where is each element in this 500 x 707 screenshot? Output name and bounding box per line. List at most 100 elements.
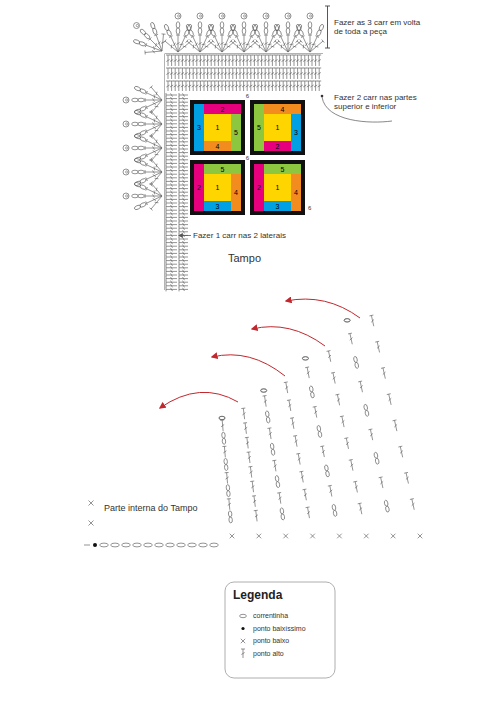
chain-symbol <box>252 24 258 32</box>
stitch-line <box>314 411 317 414</box>
chain-symbol <box>242 28 246 35</box>
stitch-line <box>389 394 391 405</box>
stitch-line <box>394 424 397 427</box>
picot-symbol <box>285 13 291 19</box>
stitch-line <box>322 450 325 453</box>
stitch-line <box>151 87 162 100</box>
stitch-line <box>348 333 352 335</box>
stitch-line <box>206 73 209 75</box>
stitch-line <box>295 436 297 447</box>
stitch-line <box>344 437 348 439</box>
stitch-line <box>242 55 246 56</box>
stitch-line <box>231 85 234 87</box>
stitch-line <box>183 180 185 183</box>
stitch-line <box>154 167 155 171</box>
square-frame <box>250 160 305 215</box>
chain-symbol <box>274 24 280 32</box>
stitch-line <box>310 37 317 52</box>
stitch-line <box>179 169 180 173</box>
legend-box <box>225 582 335 678</box>
stitch-line <box>155 202 159 204</box>
stitch-line <box>228 85 231 87</box>
stitch-line <box>147 141 162 148</box>
chain-symbol <box>224 458 228 464</box>
picot-symbol <box>197 13 203 19</box>
stitch-line <box>166 154 167 158</box>
stitch-line <box>205 46 209 47</box>
stitch-line <box>318 60 321 62</box>
stitch-line <box>252 481 253 492</box>
stitch-line <box>335 394 339 396</box>
stitch-line <box>171 129 173 132</box>
stitch-line <box>238 60 241 62</box>
chain-symbol <box>310 392 314 399</box>
stitch-line <box>166 233 167 237</box>
stitch-line <box>220 55 224 56</box>
stitch-line <box>166 255 167 259</box>
leader-arrow <box>179 235 191 236</box>
stitch-line <box>242 43 245 45</box>
stitch-line <box>153 151 156 153</box>
chain-symbol <box>198 28 202 35</box>
stitch-line <box>364 534 369 539</box>
stitch-line <box>171 266 173 269</box>
stitch-line <box>227 55 231 56</box>
stitch-line <box>314 73 317 75</box>
stitch-line <box>151 135 162 148</box>
stitch-line <box>202 73 205 75</box>
stitch-line <box>179 122 180 126</box>
part-name: Parte interna do Tampo <box>104 503 197 513</box>
stitch-line <box>216 68 220 69</box>
stitch-line <box>342 416 344 427</box>
stitch-line <box>246 85 249 87</box>
chain-symbol <box>134 86 142 92</box>
note: Fazer 2 carr nas partes superior e infer… <box>334 93 434 111</box>
stitch-line <box>310 534 315 539</box>
stitch-line <box>179 147 180 151</box>
stitch-line <box>166 237 167 241</box>
stitch-line <box>171 219 173 222</box>
stitch-line <box>166 81 170 82</box>
stitch-line <box>171 108 173 111</box>
stitch-line <box>183 223 185 226</box>
chain-symbol <box>344 319 350 322</box>
stitch-line <box>195 60 198 62</box>
stitch-line <box>210 73 213 75</box>
stitch-line <box>322 446 324 457</box>
color-strip: 1 <box>264 114 291 141</box>
stitch-line <box>257 534 262 539</box>
stitch-line <box>220 73 223 75</box>
stitch-line <box>299 55 303 56</box>
stitch-line <box>268 44 272 45</box>
stitch-line <box>287 399 291 401</box>
stitch-line <box>171 216 173 219</box>
picot-symbol <box>123 193 129 199</box>
stitch-line <box>314 60 317 62</box>
chain-symbol <box>240 614 247 617</box>
stitch-line <box>179 100 180 104</box>
stitch-line <box>179 255 180 259</box>
stitch-line <box>179 273 180 277</box>
stitch-line <box>333 373 335 384</box>
stitch-line <box>179 266 180 270</box>
picot-symbol <box>126 171 128 173</box>
stitch-line <box>238 81 242 82</box>
stitch-line <box>191 81 195 82</box>
stitch-line <box>224 44 228 45</box>
stitch-line <box>249 60 252 62</box>
stitch-line <box>209 81 213 82</box>
chain-symbol <box>230 24 236 32</box>
stitch-line <box>153 98 155 101</box>
stitch-line <box>302 489 306 491</box>
stitch-line <box>288 68 292 69</box>
stitch-line <box>151 111 162 124</box>
stitch-line <box>170 60 173 62</box>
stitch-line <box>153 103 156 105</box>
stitch-line <box>231 55 235 56</box>
stitch-line <box>183 209 185 212</box>
stitch-line <box>183 104 185 107</box>
stitch-line <box>224 446 226 457</box>
stitch-line <box>179 237 180 241</box>
stitch-line <box>315 407 317 418</box>
